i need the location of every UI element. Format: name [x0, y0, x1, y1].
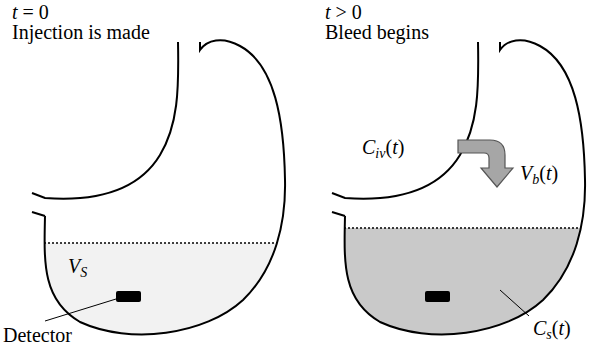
- text-label: Detector: [3, 325, 72, 345]
- text-label: Vb(t): [520, 163, 558, 187]
- text-label: Cs(t): [533, 318, 571, 342]
- stomach-outline: [332, 40, 585, 334]
- detector-symbol: [116, 291, 141, 302]
- text-label: VS: [68, 256, 87, 280]
- bleed-arrow: [458, 140, 513, 187]
- leader-line: [500, 290, 529, 316]
- detector-symbol: [425, 291, 450, 302]
- text-label: t = 0: [12, 2, 49, 22]
- text-label: Civ(t): [362, 137, 404, 161]
- stomach-before: [0, 40, 300, 352]
- text-label: t > 0: [325, 2, 362, 22]
- stomach-after: [300, 40, 595, 352]
- leader-line: [45, 299, 116, 321]
- stomach-outline: [32, 40, 285, 334]
- text-label: Injection is made: [12, 22, 150, 42]
- text-label: Bleed begins: [325, 22, 429, 42]
